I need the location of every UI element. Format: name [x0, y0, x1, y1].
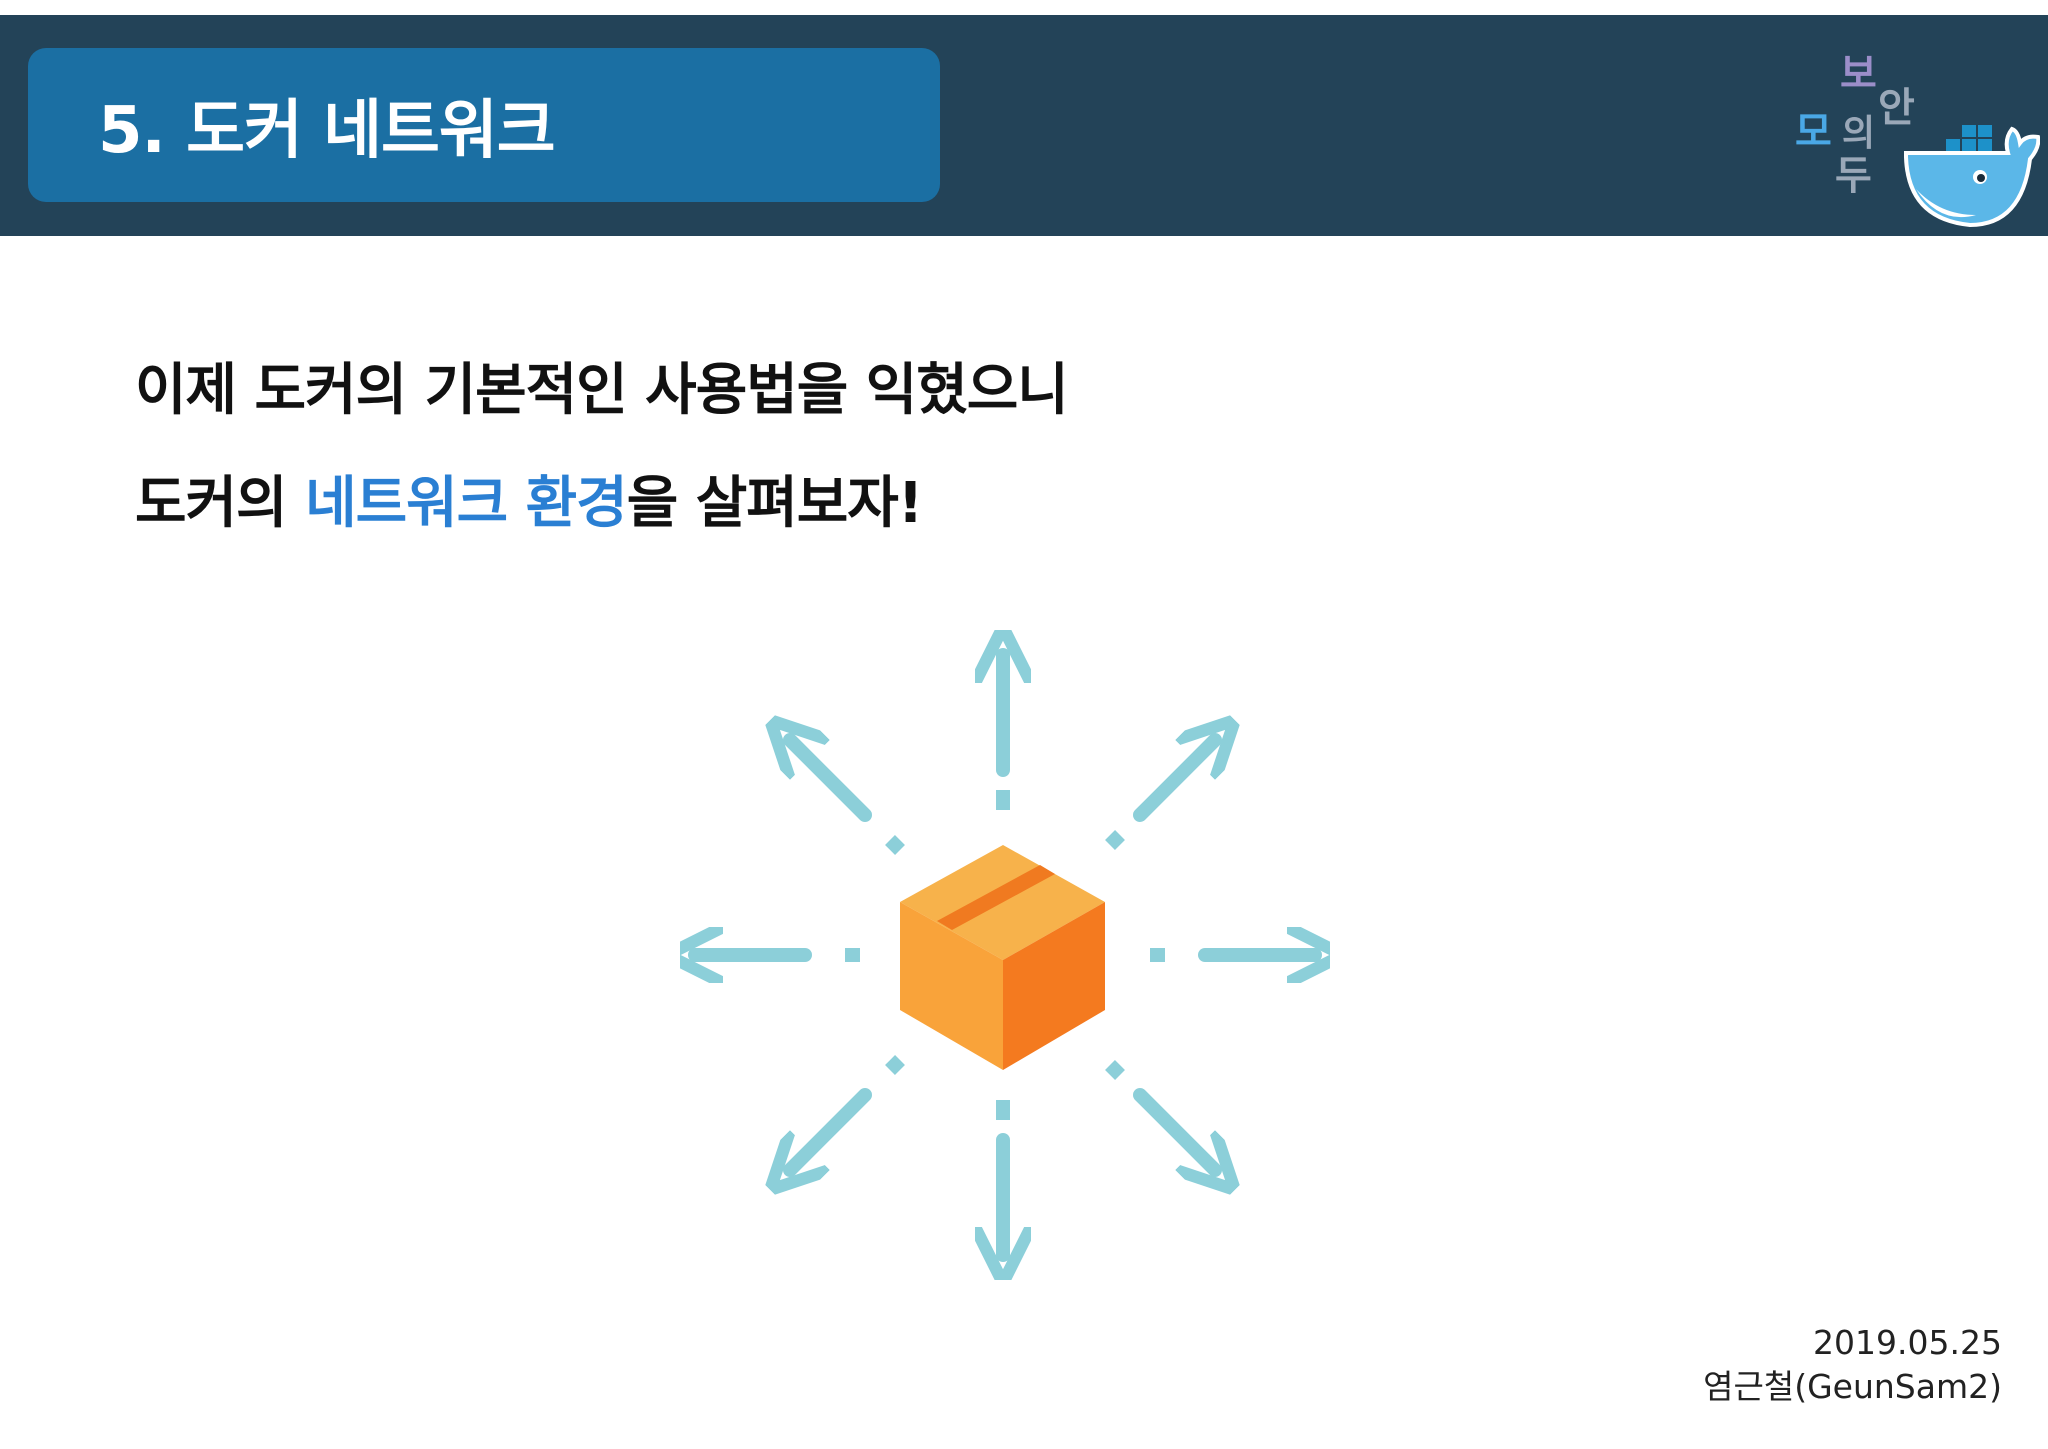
highlight-network-environment: 네트워크 환경 — [305, 471, 628, 536]
line2-suffix: 을 살펴보자! — [626, 471, 924, 536]
logo-char-1: 보 — [1840, 51, 1877, 97]
intro-text-line-2: 도커의 네트워크 환경을 살펴보자! — [135, 458, 924, 539]
docker-whale-icon — [1904, 125, 2040, 228]
intro-text-line-1: 이제 도커의 기본적인 사용법을 익혔으니 — [135, 358, 1069, 423]
logo-char-4: 모 — [1795, 109, 1832, 155]
logo-char-3: 의 — [1842, 113, 1875, 154]
network-box-illustration — [680, 630, 1330, 1280]
footer: 2019.05.25 염근철(GeunSam2) — [1703, 1321, 2002, 1409]
line2-prefix: 도커의 — [135, 471, 306, 536]
author-text: 염근철(GeunSam2) — [1703, 1367, 2002, 1406]
slide-title: 5. 도커 네트워크 — [98, 94, 556, 168]
docker-whale-logo: 보 안 의 모 두 — [1795, 51, 2040, 228]
logo-char-2: 안 — [1878, 85, 1915, 131]
title-box: 5. 도커 네트워크 — [28, 48, 940, 202]
date-text: 2019.05.25 — [1813, 1323, 2002, 1362]
top-strip — [0, 0, 2048, 15]
package-box-icon — [900, 845, 1105, 1070]
slide-header: 5. 도커 네트워크 보 안 의 모 두 — [0, 15, 2048, 236]
outward-arrows-icon — [695, 655, 1315, 1255]
logo-char-5: 두 — [1835, 153, 1872, 199]
